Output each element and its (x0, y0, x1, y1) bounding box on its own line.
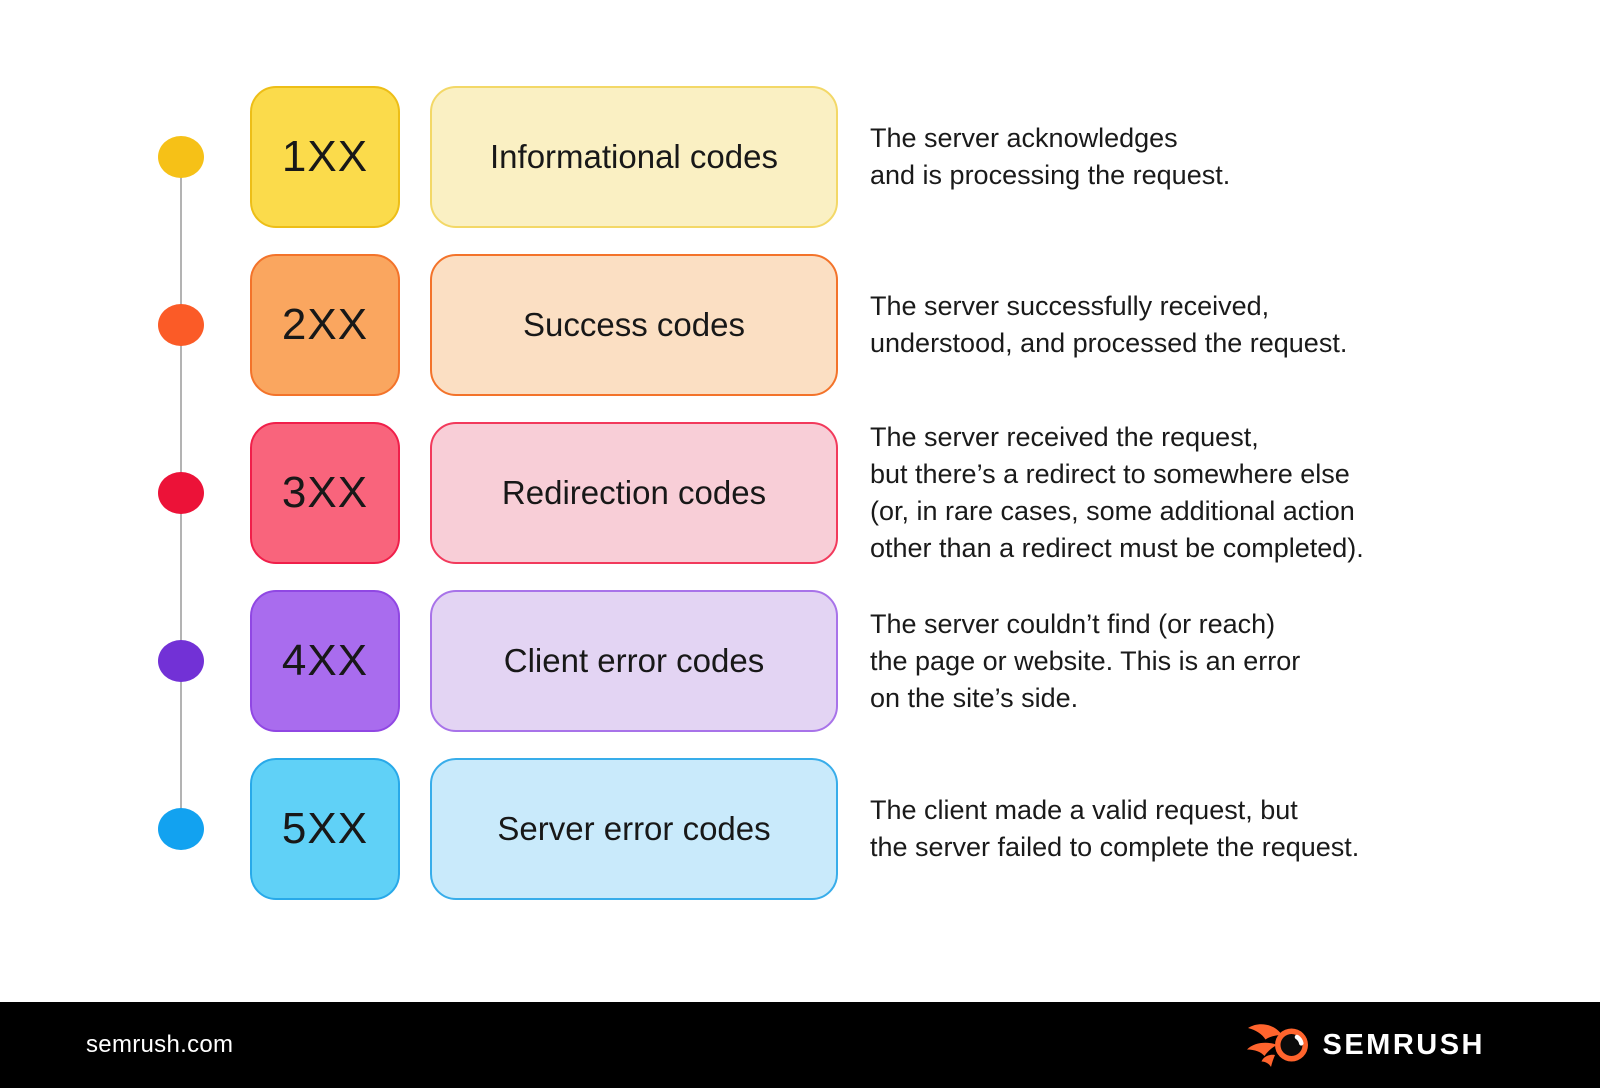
timeline-dot (158, 472, 204, 514)
status-code-row: 3XX Redirection codes The server receive… (0, 422, 1600, 564)
code-badge: 3XX (250, 422, 400, 564)
code-badge-label: 4XX (281, 636, 369, 685)
timeline-dot (158, 808, 204, 850)
timeline-dot (158, 304, 204, 346)
category-label: Client error codes (503, 642, 765, 679)
site-url: semrush.com (86, 1031, 234, 1058)
status-code-row: 5XX Server error codes The client made a… (0, 758, 1600, 900)
category-label: Server error codes (497, 810, 771, 847)
status-code-row: 4XX Client error codes The server couldn… (0, 590, 1600, 732)
category-box: Redirection codes (430, 422, 838, 564)
category-box: Server error codes (430, 758, 838, 900)
status-code-row: 2XX Success codes The server successfull… (0, 254, 1600, 396)
code-badge: 1XX (250, 86, 400, 228)
category-box: Success codes (430, 254, 838, 396)
code-badge: 5XX (250, 758, 400, 900)
category-label: Informational codes (490, 138, 778, 175)
category-box: Informational codes (430, 86, 838, 228)
status-code-row: 1XX Informational codes The server ackno… (0, 86, 1600, 228)
code-badge-label: 1XX (281, 132, 369, 181)
footer-bar: semrush.com SEMRUSH (0, 1002, 1600, 1088)
semrush-wordmark: SEMRUSH (1322, 1028, 1485, 1061)
code-badge-label: 3XX (281, 468, 369, 517)
status-code-rows: 1XX Informational codes The server ackno… (0, 86, 1600, 926)
semrush-logo: SEMRUSH (1246, 1021, 1485, 1069)
timeline-dot (158, 640, 204, 682)
code-badge: 4XX (250, 590, 400, 732)
category-label: Redirection codes (501, 474, 767, 511)
code-badge-label: 2XX (281, 300, 369, 349)
code-description: The server received the request,but ther… (870, 422, 1364, 563)
timeline-dot (158, 136, 204, 178)
code-description: The server successfully received,underst… (870, 291, 1348, 358)
code-badge-label: 5XX (281, 804, 369, 853)
code-badge: 2XX (250, 254, 400, 396)
category-box: Client error codes (430, 590, 838, 732)
category-label: Success codes (523, 306, 745, 343)
code-description: The server couldn’t find (or reach)the p… (870, 608, 1301, 713)
semrush-flame-icon (1247, 1024, 1309, 1067)
